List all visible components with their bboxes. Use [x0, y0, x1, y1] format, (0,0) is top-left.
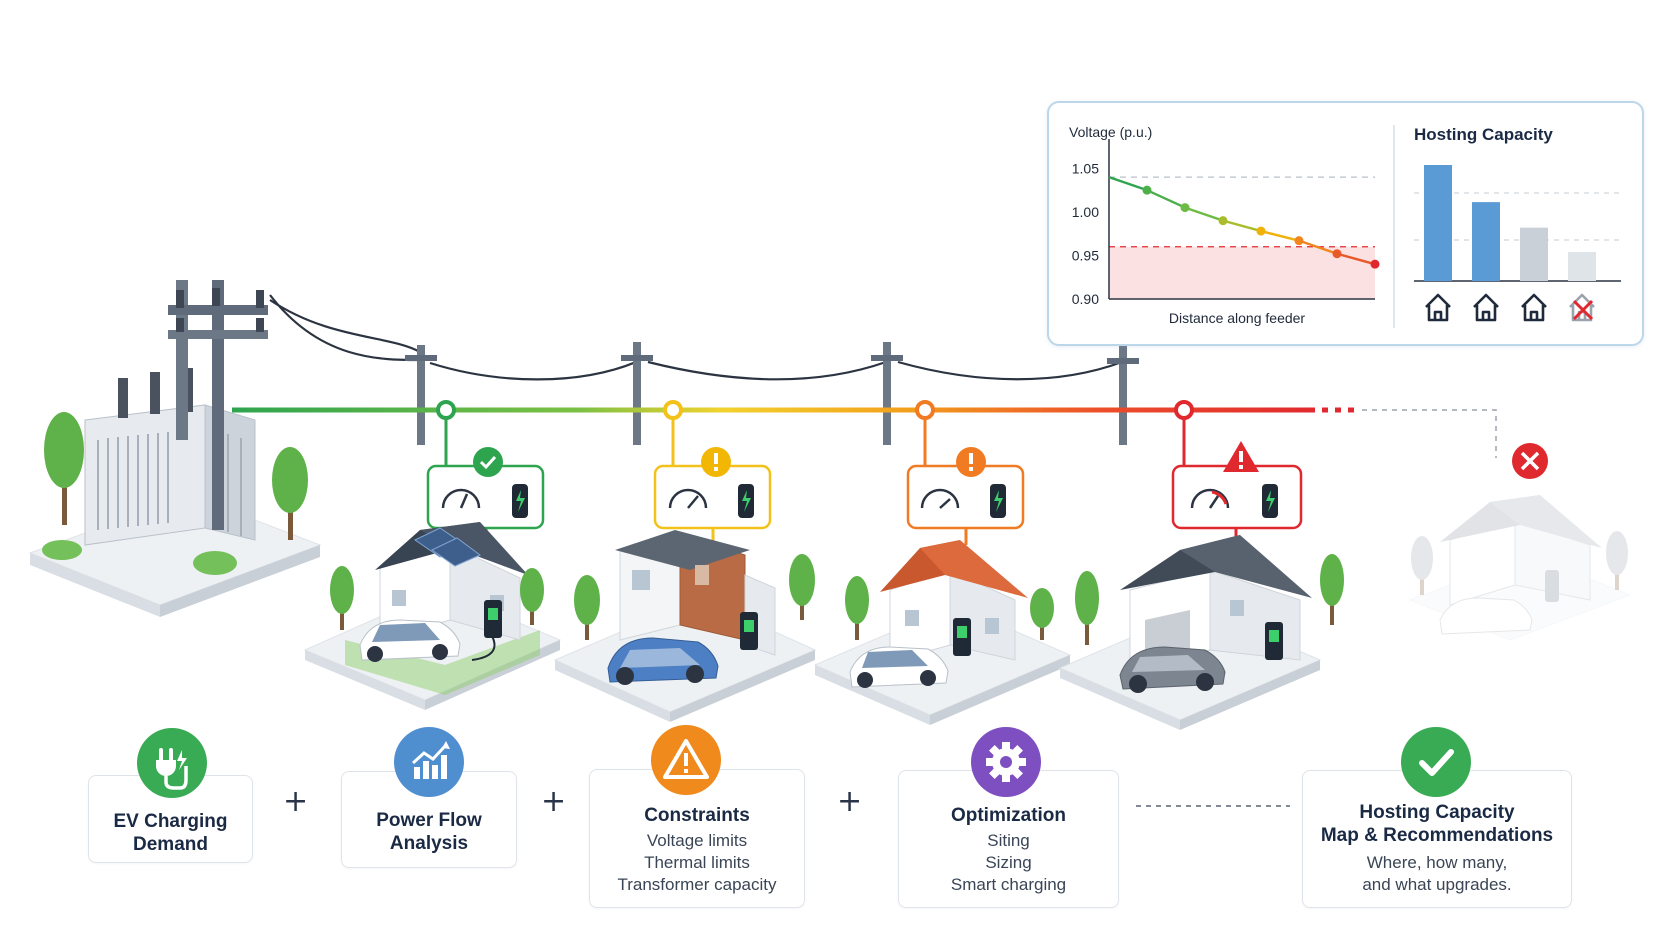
- hosting-bar: [1520, 227, 1548, 281]
- hosting-capacity-chart: [1414, 165, 1621, 322]
- step-line: Sizing: [985, 853, 1032, 872]
- node-blocked: [1512, 443, 1548, 479]
- step-line: Voltage limits: [646, 831, 748, 850]
- voltage-segment: [1146, 189, 1186, 209]
- house-5-faded: [1408, 495, 1632, 641]
- y-tick-label: 1.00: [1072, 204, 1099, 220]
- voltage-ylabel: Voltage (p.u.): [1069, 124, 1152, 140]
- house-4: [1058, 535, 1344, 730]
- step-title: Hosting Capacity Map & Recommendations: [1320, 802, 1554, 846]
- step-title: Optimization: [950, 805, 1067, 826]
- voltage-segment: [1336, 252, 1376, 266]
- hosting-capacity-title: Hosting Capacity: [1414, 125, 1553, 144]
- step-line: and what upgrades.: [1362, 875, 1512, 894]
- chart-panel: Voltage (p.u.) 1.05 1.00 0.95 0.90 Distance…: [1047, 101, 1644, 346]
- chart-svg: Voltage (p.u.) 1.05 1.00 0.95 0.90 Distance…: [1069, 124, 1621, 328]
- hosting-bar: [1472, 202, 1500, 281]
- y-tick-label: 0.95: [1072, 247, 1099, 263]
- house-icon: [1425, 293, 1451, 322]
- voltage-point: [1332, 249, 1342, 259]
- voltage-point: [1180, 203, 1190, 213]
- plus-operator-2: +: [541, 784, 567, 819]
- voltage-segment: [1260, 229, 1300, 242]
- house-2: [553, 530, 817, 722]
- overhead-lines: [269, 294, 1123, 381]
- voltage-point: [1218, 216, 1228, 226]
- step-line: Where, how many,: [1366, 853, 1508, 872]
- step-title: Constraints: [644, 805, 750, 826]
- substation: [28, 280, 322, 617]
- step-line: Smart charging: [950, 875, 1067, 894]
- step-line: Siting: [987, 831, 1030, 850]
- feeder-extension: [1362, 409, 1497, 458]
- step-line: Thermal limits: [644, 853, 750, 872]
- house-3: [813, 540, 1072, 725]
- voltage-point: [1142, 185, 1152, 195]
- y-tick-label: 0.90: [1072, 291, 1099, 307]
- house-1: [303, 522, 562, 710]
- plus-operator-1: +: [283, 784, 309, 819]
- gear-icon: [971, 727, 1041, 797]
- hosting-bar: [1424, 165, 1452, 281]
- step-title: EV Charging Demand: [113, 811, 228, 855]
- voltage-point: [1294, 236, 1304, 246]
- undervoltage-zone: [1109, 246, 1375, 299]
- house-icon: [1473, 293, 1499, 322]
- node-warning-1: [653, 400, 772, 545]
- voltage-xlabel: Distance along feeder: [1169, 310, 1306, 326]
- check-icon: [1401, 727, 1471, 797]
- node-violation: [1171, 400, 1303, 545]
- voltage-point: [1370, 259, 1380, 269]
- hosting-bar: [1568, 252, 1596, 281]
- node-ok: [426, 400, 545, 542]
- step-constraints: Constraints Voltage limits Thermal limit…: [589, 769, 805, 908]
- bar-chart-icon: [394, 727, 464, 797]
- plus-operator-3: +: [837, 784, 863, 819]
- voltage-chart: 1.05 1.00 0.95 0.90: [1072, 139, 1380, 307]
- step-line: Transformer capacity: [617, 875, 777, 894]
- step-title: Power Flow Analysis: [376, 810, 482, 854]
- house-icon: [1521, 293, 1547, 322]
- voltage-segment: [1108, 175, 1148, 192]
- ev-plug-icon: [137, 728, 207, 798]
- voltage-segment: [1222, 219, 1262, 233]
- voltage-point: [1256, 226, 1266, 236]
- y-tick-label: 1.05: [1072, 160, 1099, 176]
- x-mark-icon: [1572, 299, 1594, 321]
- utility-poles: [405, 342, 1139, 445]
- node-warning-2: [906, 400, 1025, 545]
- warning-icon: [651, 725, 721, 795]
- voltage-segment: [1184, 206, 1224, 222]
- voltage-segment: [1298, 239, 1338, 255]
- step-ev-charging-demand: EV Charging Demand: [88, 775, 253, 863]
